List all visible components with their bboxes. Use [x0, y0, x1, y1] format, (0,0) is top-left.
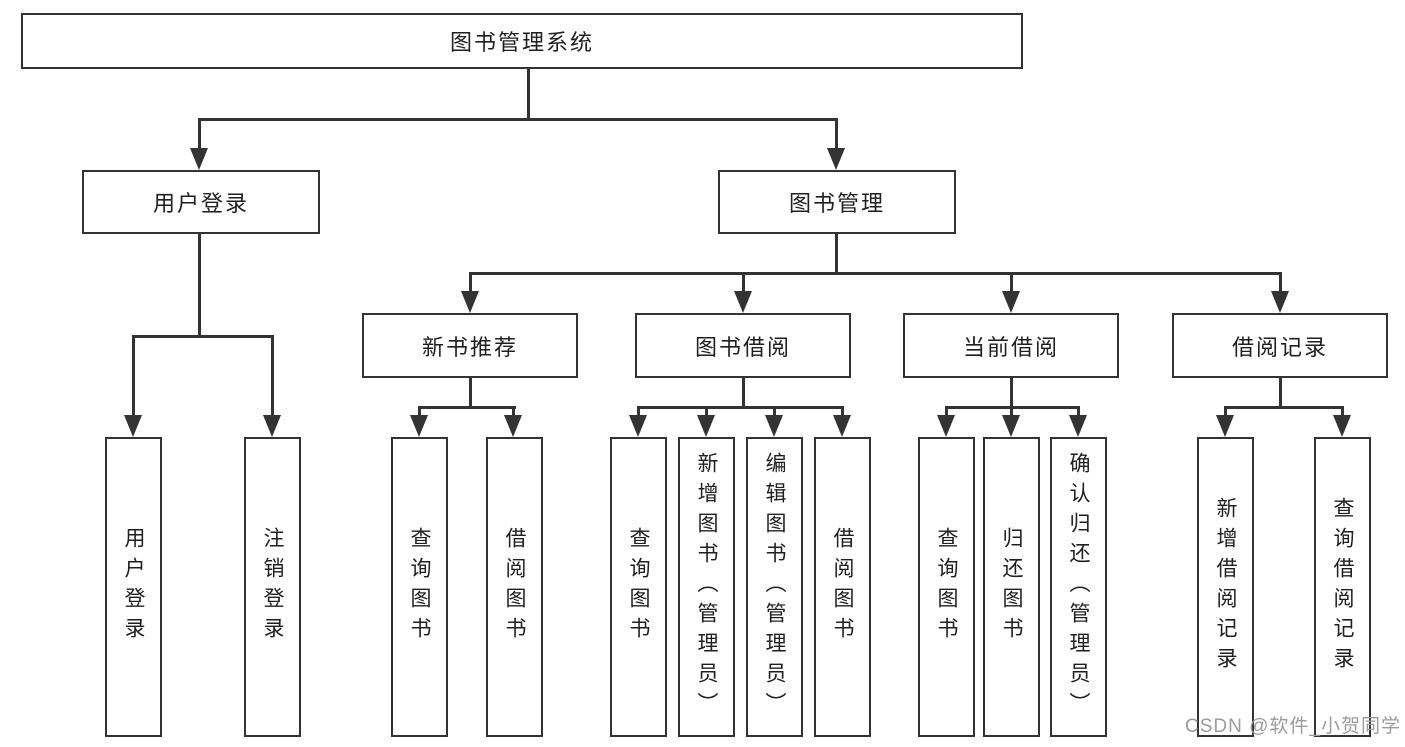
node-user-login-branch: 用户登录 — [82, 170, 320, 234]
csdn-watermark: CSDN @软件_小贺同学 — [1185, 716, 1401, 737]
arrow-down-icon — [410, 415, 428, 437]
node-user-login-branch-label: 用户登录 — [152, 191, 249, 216]
connector-current-borrow-stem — [1010, 378, 1013, 408]
arrow-down-icon — [833, 415, 851, 437]
node-book-management-branch-label: 图书管理 — [788, 191, 885, 216]
leaf-add-borrow-record-label: 新增借阅记录 — [1214, 497, 1237, 677]
connector-leaf — [945, 406, 948, 417]
leaf-borrow-books-recommend: 借阅图书 — [486, 437, 543, 737]
connector-to-current-borrow — [1010, 272, 1013, 293]
connector-to-book-management — [835, 118, 838, 152]
connector-user-branch-split — [132, 335, 274, 338]
leaf-borrow-books-label: 借阅图书 — [831, 527, 854, 647]
connector-leaf — [418, 406, 421, 417]
arrow-down-icon — [1333, 415, 1351, 437]
arrow-down-icon — [461, 291, 479, 313]
connector-level1-split — [198, 118, 838, 121]
arrow-down-icon — [190, 148, 208, 170]
node-new-book-recommend-label: 新书推荐 — [421, 334, 518, 360]
arrow-down-icon — [263, 415, 281, 437]
connector-leaf — [841, 406, 844, 417]
connector-book-borrow-stem — [742, 378, 745, 408]
leaf-return-books: 归还图书 — [983, 437, 1040, 737]
leaf-query-books-current: 查询图书 — [918, 437, 975, 737]
connector-leaf — [1341, 406, 1344, 417]
connector-leaf — [773, 406, 776, 417]
arrow-down-icon — [124, 415, 142, 437]
leaf-return-books-label: 归还图书 — [1000, 527, 1023, 647]
arrow-down-icon — [937, 415, 955, 437]
node-book-borrow: 图书借阅 — [635, 313, 851, 378]
leaf-user-login: 用户登录 — [105, 437, 162, 737]
leaf-add-books-admin-label: 新增图书（管理员） — [695, 452, 718, 722]
connector-leaf — [512, 406, 515, 417]
arrow-down-icon — [765, 415, 783, 437]
arrow-down-icon — [1002, 291, 1020, 313]
arrow-down-icon — [504, 415, 522, 437]
leaf-query-books-current-label: 查询图书 — [935, 527, 958, 647]
node-current-borrow-label: 当前借阅 — [962, 334, 1059, 360]
node-current-borrow: 当前借阅 — [903, 313, 1119, 378]
leaf-borrow-books-recommend-label: 借阅图书 — [503, 527, 526, 647]
arrow-down-icon — [629, 415, 647, 437]
arrow-down-icon — [1069, 415, 1087, 437]
leaf-confirm-return-admin-label: 确认归还（管理员） — [1067, 452, 1090, 722]
node-borrow-records: 借阅记录 — [1172, 313, 1388, 378]
connector-to-logout-leaf — [271, 335, 274, 415]
connector-book-borrow-split — [637, 406, 844, 409]
arrow-down-icon — [827, 148, 845, 170]
connector-book-branch-stem — [835, 234, 838, 274]
leaf-query-books-borrow: 查询图书 — [610, 437, 667, 737]
leaf-query-borrow-record-label: 查询借阅记录 — [1331, 497, 1354, 677]
connector-leaf — [1010, 406, 1013, 417]
connector-borrow-records-split — [1224, 406, 1344, 409]
node-new-book-recommend: 新书推荐 — [362, 313, 578, 378]
leaf-edit-books-admin: 编辑图书（管理员） — [746, 437, 803, 737]
connector-to-book-borrow — [742, 272, 745, 293]
node-book-management-branch: 图书管理 — [718, 170, 956, 234]
connector-leaf — [705, 406, 708, 417]
leaf-edit-books-admin-label: 编辑图书（管理员） — [763, 452, 786, 722]
connector-leaf — [1224, 406, 1227, 417]
connector-leaf — [637, 406, 640, 417]
leaf-logout: 注销登录 — [244, 437, 301, 737]
connector-new-book-stem — [469, 378, 472, 408]
arrow-down-icon — [697, 415, 715, 437]
leaf-add-books-admin: 新增图书（管理员） — [678, 437, 735, 737]
node-book-borrow-label: 图书借阅 — [694, 334, 791, 360]
arrow-down-icon — [734, 291, 752, 313]
connector-root-stem — [527, 67, 530, 120]
node-root-system-label: 图书管理系统 — [449, 30, 594, 55]
leaf-add-borrow-record: 新增借阅记录 — [1197, 437, 1254, 737]
leaf-query-books-recommend-label: 查询图书 — [408, 527, 431, 647]
arrow-down-icon — [1216, 415, 1234, 437]
connector-to-new-book — [469, 272, 472, 293]
connector-level3-split — [469, 272, 1282, 275]
connector-to-borrow-records — [1279, 272, 1282, 293]
leaf-borrow-books: 借阅图书 — [814, 437, 871, 737]
leaf-query-borrow-record: 查询借阅记录 — [1314, 437, 1371, 737]
leaf-query-books-borrow-label: 查询图书 — [627, 527, 650, 647]
connector-to-user-login — [198, 118, 201, 152]
leaf-confirm-return-admin: 确认归还（管理员） — [1050, 437, 1107, 737]
arrow-down-icon — [1271, 291, 1289, 313]
leaf-user-login-label: 用户登录 — [122, 527, 145, 647]
connector-borrow-records-stem — [1279, 378, 1282, 408]
connector-new-book-split — [418, 406, 516, 409]
connector-user-branch-stem — [198, 234, 201, 337]
arrow-down-icon — [1002, 415, 1020, 437]
leaf-query-books-recommend: 查询图书 — [391, 437, 448, 737]
connector-to-login-leaf — [132, 335, 135, 415]
leaf-logout-label: 注销登录 — [261, 527, 284, 647]
node-root-system: 图书管理系统 — [21, 13, 1023, 69]
connector-leaf — [1077, 406, 1080, 417]
node-borrow-records-label: 借阅记录 — [1231, 334, 1328, 360]
